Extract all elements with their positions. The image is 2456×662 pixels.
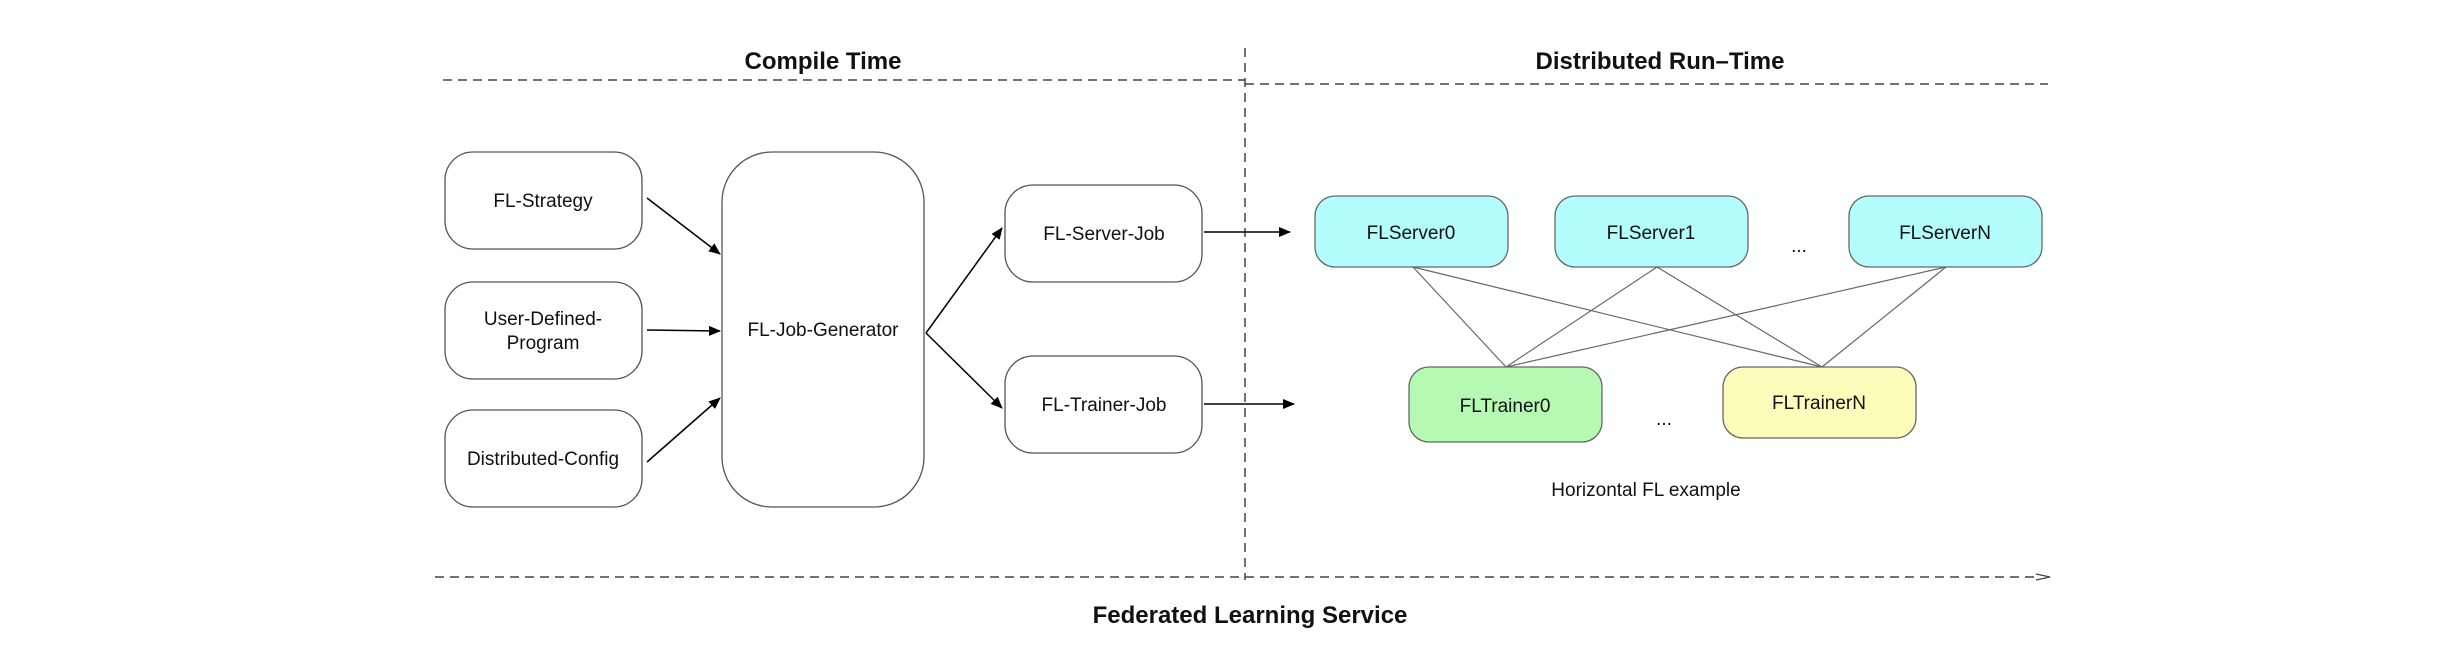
fl-server-0-node: FLServer0 [1314, 195, 1509, 268]
program-to-generator-arrow [646, 325, 721, 336]
user-defined-program-box: User-Defined- Program [444, 281, 643, 380]
connection-serverN-trainerN [1821, 266, 1947, 368]
fl-trainer-n-label: FLTrainerN [1772, 393, 1866, 414]
fl-server-job-box: FL-Server-Job [1004, 184, 1203, 283]
service-label: Federated Learning Service [1093, 602, 1408, 629]
fl-server-n-label: FLServerN [1899, 223, 1991, 244]
connection-server1-trainer0 [1505, 266, 1658, 368]
connection-serverN-trainer0 [1505, 266, 1947, 368]
config-to-generator-arrow [646, 397, 721, 463]
service-divider-arrowhead [2035, 573, 2051, 581]
generator-to-trainer-job-arrow [925, 332, 1003, 409]
server-trainer-connections [1412, 266, 1947, 368]
user-defined-program-label-line2: Program [507, 333, 580, 354]
connection-server0-trainerN [1412, 266, 1823, 368]
fl-trainer-job-box: FL-Trainer-Job [1004, 355, 1203, 454]
horizontal-fl-caption: Horizontal FL example [1551, 480, 1740, 501]
strategy-to-generator-arrow [646, 197, 721, 255]
fl-job-generator-label: FL-Job-Generator [747, 320, 899, 341]
fl-trainer-0-node: FLTrainer0 [1408, 366, 1603, 443]
distributed-config-label: Distributed-Config [467, 449, 619, 470]
fl-server-1-node: FLServer1 [1554, 195, 1749, 268]
distributed-config-box: Distributed-Config [444, 409, 643, 508]
fl-trainer-job-label: FL-Trainer-Job [1042, 395, 1167, 416]
trainers-ellipsis: ... [1656, 409, 1672, 430]
fl-server-1-label: FLServer1 [1607, 223, 1696, 244]
fl-server-job-label: FL-Server-Job [1043, 224, 1164, 245]
servers-ellipsis: ... [1791, 236, 1807, 257]
fl-job-generator-box: FL-Job-Generator [721, 151, 925, 508]
fl-trainer-n-node: FLTrainerN [1722, 366, 1917, 439]
fl-strategy-label: FL-Strategy [493, 191, 593, 212]
user-defined-program-label-line1: User-Defined- [484, 309, 602, 330]
fl-server-n-node: FLServerN [1848, 195, 2043, 268]
connection-server1-trainerN [1656, 266, 1823, 368]
runtime-heading: Distributed Run–Time [1536, 48, 1785, 75]
fl-trainer-0-label: FLTrainer0 [1460, 396, 1551, 417]
compile-time-heading: Compile Time [745, 48, 902, 75]
fl-strategy-box: FL-Strategy [444, 151, 643, 250]
fl-server-0-label: FLServer0 [1367, 223, 1456, 244]
connection-server0-trainer0 [1412, 266, 1507, 368]
generator-to-server-job-arrow [925, 227, 1003, 334]
